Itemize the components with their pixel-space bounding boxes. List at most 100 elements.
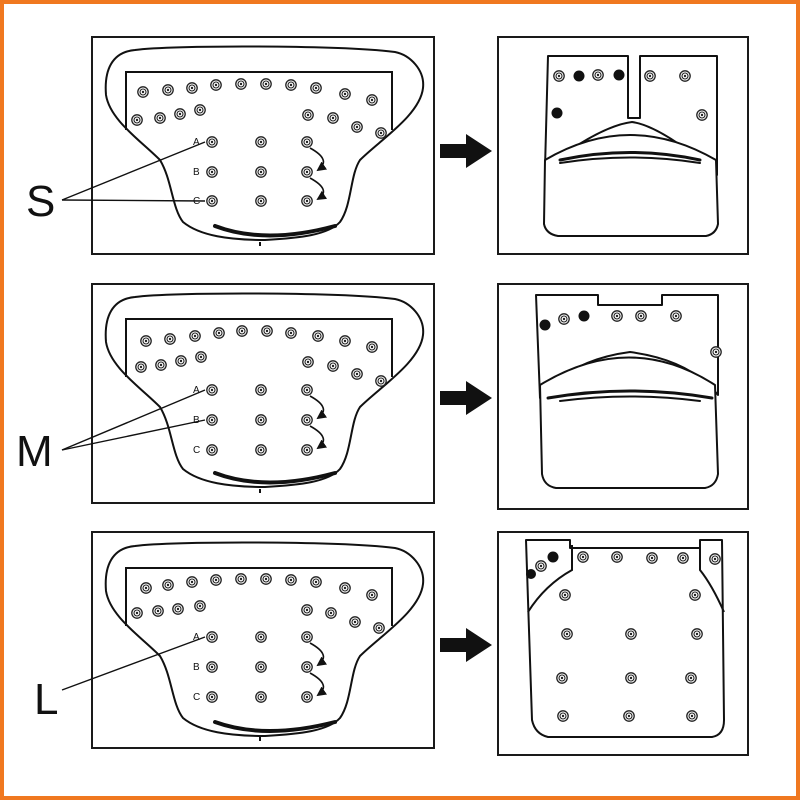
snap-button-icon [310, 82, 322, 94]
snap-button-icon [557, 710, 569, 722]
snap-button-icon [685, 672, 697, 684]
size-label-s-group: S [26, 141, 206, 226]
snap-button-icon [285, 79, 297, 91]
snap-button-icon [210, 574, 222, 586]
snap-button-icon [635, 310, 647, 322]
right-arrow-icon [440, 628, 492, 662]
fold-arrow [309, 672, 328, 697]
snap-letter-b: B [193, 167, 200, 178]
snap-button-icon [210, 79, 222, 91]
unfolded-diaper-panel-s: A B C [91, 36, 435, 255]
snap-letter-a: A [193, 385, 200, 396]
snap-button-icon [189, 330, 201, 342]
snap-button-icon [535, 560, 547, 572]
black-snap-icon [551, 107, 563, 119]
size-label-s: S [26, 177, 55, 226]
snap-button-icon [670, 310, 682, 322]
snap-button-icon [135, 361, 147, 373]
snap-button-icon [206, 631, 218, 643]
black-snap-icon [573, 70, 585, 82]
snap-button-icon [206, 691, 218, 703]
snap-button-icon [206, 414, 218, 426]
snap-button-icon [302, 109, 314, 121]
snap-button-icon [285, 327, 297, 339]
snap-letter-a: A [193, 632, 200, 643]
snap-button-icon [137, 86, 149, 98]
snap-button-icon [261, 325, 273, 337]
snap-button-icon [310, 576, 322, 588]
snap-button-icon [577, 551, 589, 563]
folded-diaper-panel-m [497, 283, 749, 510]
snap-button-icon [255, 444, 267, 456]
snap-button-icon [140, 582, 152, 594]
snap-button-icon [339, 335, 351, 347]
black-snap-icon [578, 310, 590, 322]
snap-button-icon [302, 356, 314, 368]
snap-button-icon [131, 114, 143, 126]
snap-button-icon [611, 551, 623, 563]
snap-button-icon [625, 628, 637, 640]
snap-button-icon [349, 616, 361, 628]
snap-button-icon [375, 127, 387, 139]
snap-button-icon [373, 622, 385, 634]
snap-button-icon [186, 82, 198, 94]
snap-button-icon [301, 631, 313, 643]
fold-arrow [309, 642, 328, 667]
snap-button-icon [556, 672, 568, 684]
snap-button-icon [312, 330, 324, 342]
snap-button-icon [301, 604, 313, 616]
snap-letter-c: C [193, 445, 200, 456]
snap-button-icon [351, 121, 363, 133]
snap-button-icon [131, 607, 143, 619]
snap-button-icon [301, 136, 313, 148]
snap-button-icon [366, 94, 378, 106]
snap-button-icon [255, 661, 267, 673]
snap-button-icon [611, 310, 623, 322]
snap-button-icon [301, 384, 313, 396]
right-arrow-icon [440, 134, 492, 168]
fold-arrow [309, 425, 328, 450]
snap-button-icon [235, 78, 247, 90]
fold-arrow [309, 177, 328, 201]
snap-button-icon [553, 70, 565, 82]
snap-button-icon [140, 335, 152, 347]
snap-button-icon [164, 333, 176, 345]
unfolded-diaper-panel-l: A B C [91, 531, 435, 749]
snap-button-icon [186, 576, 198, 588]
snap-button-icon [375, 375, 387, 387]
black-snap-icon [613, 69, 625, 81]
fold-arrow [309, 395, 328, 420]
size-label-l: L [34, 675, 58, 724]
snap-button-icon [255, 136, 267, 148]
snap-button-icon [561, 628, 573, 640]
snap-button-icon [206, 166, 218, 178]
leader-line [61, 419, 206, 451]
snap-button-icon [194, 600, 206, 612]
snap-button-icon [260, 78, 272, 90]
folded-diaper-panel-s [497, 36, 749, 255]
snap-button-icon [301, 444, 313, 456]
snap-button-icon [255, 414, 267, 426]
black-snap-icon [539, 319, 551, 331]
snap-button-icon [175, 355, 187, 367]
snap-button-icon [213, 327, 225, 339]
row-size-s: A B C S [26, 36, 749, 255]
snap-letter-c: C [193, 692, 200, 703]
snap-button-icon [195, 351, 207, 363]
leader-line [61, 389, 206, 451]
snap-button-icon [351, 368, 363, 380]
snap-button-icon [366, 341, 378, 353]
snap-button-icon [327, 360, 339, 372]
snap-button-icon [592, 69, 604, 81]
snap-button-icon [152, 605, 164, 617]
snap-button-icon [174, 108, 186, 120]
snap-button-icon [686, 710, 698, 722]
snap-button-icon [236, 325, 248, 337]
snap-button-icon [162, 84, 174, 96]
row-size-l: A B C L [34, 531, 749, 756]
snap-button-icon [327, 112, 339, 124]
right-arrow-icon [440, 381, 492, 415]
snap-button-icon [625, 672, 637, 684]
